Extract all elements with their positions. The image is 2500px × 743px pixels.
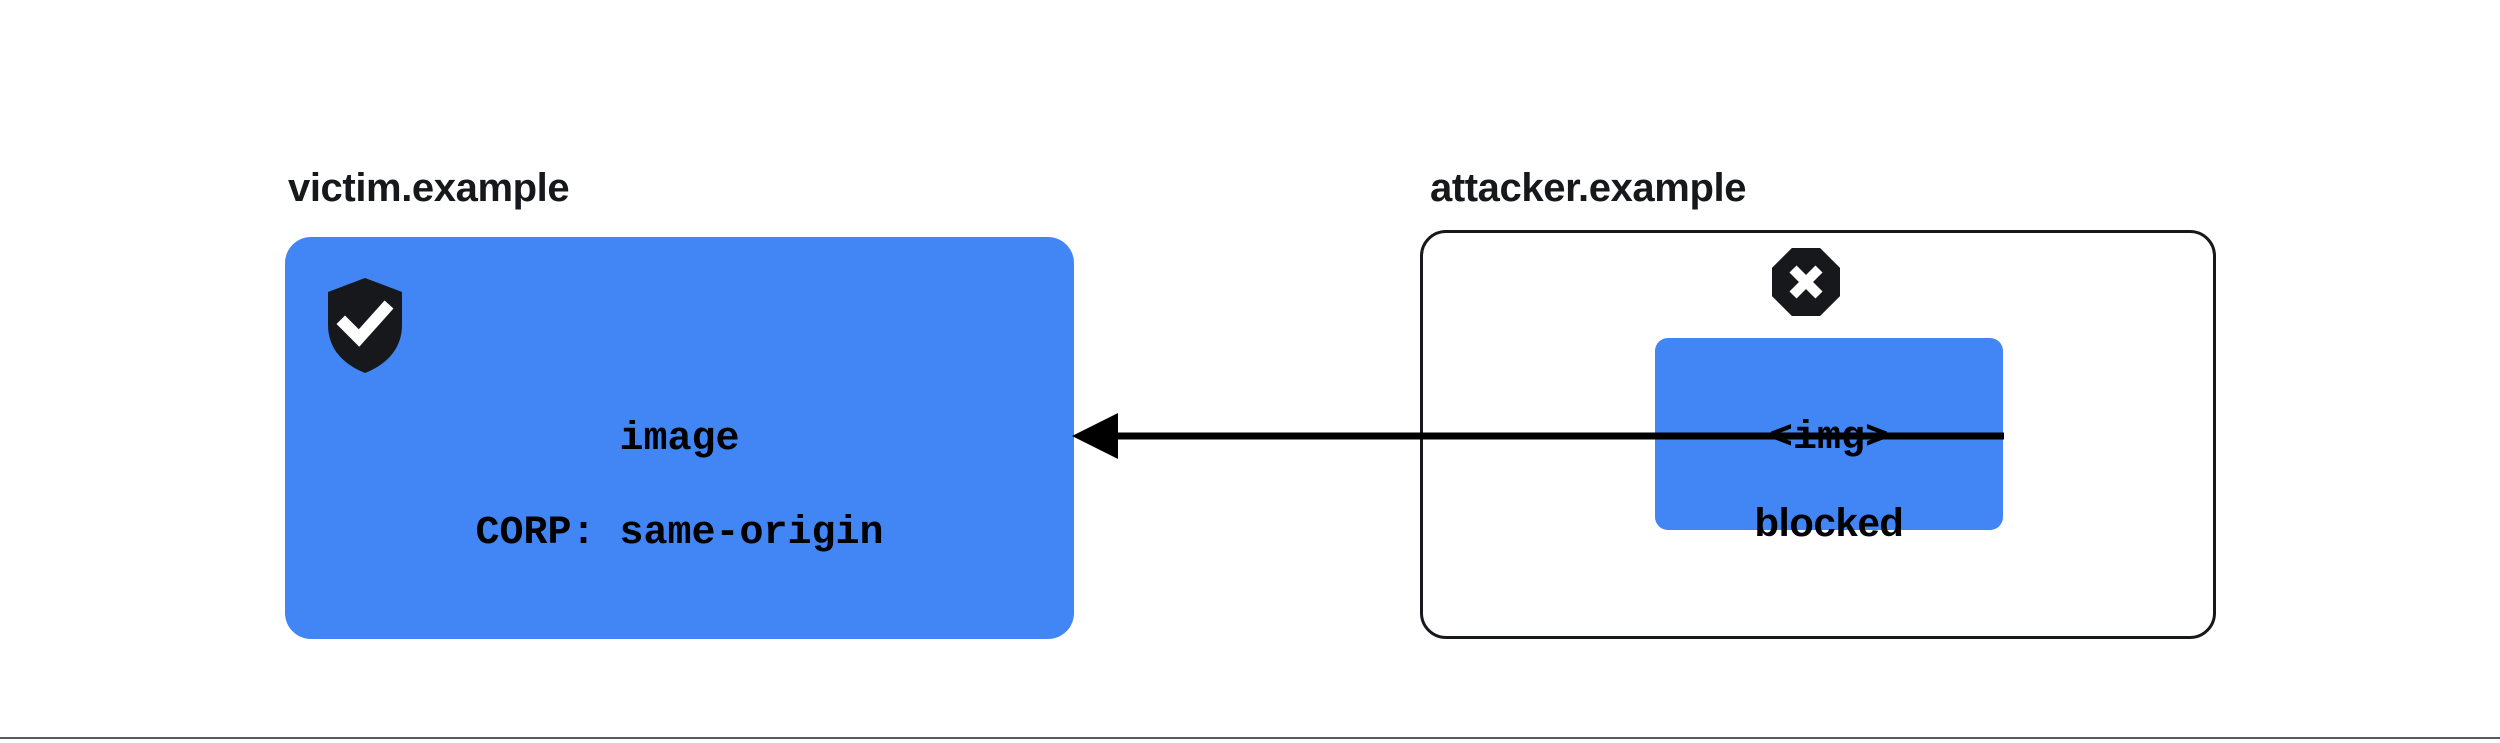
attacker-text-line-2: blocked bbox=[1754, 501, 1904, 545]
shield-check-icon bbox=[328, 278, 402, 373]
origin-label-attacker: attacker.example bbox=[1430, 166, 1747, 210]
origin-label-victim: victim.example bbox=[288, 166, 570, 210]
attacker-box-text: <img> blocked bbox=[1655, 378, 2003, 584]
victim-origin-box bbox=[285, 237, 1074, 639]
victim-text-line-2: CORP: same-origin bbox=[475, 511, 884, 556]
victim-text-line-1: image bbox=[619, 417, 740, 462]
bottom-divider bbox=[0, 737, 2500, 739]
attacker-text-line-1: <img> bbox=[1768, 416, 1890, 461]
victim-box-text: image CORP: same-origin bbox=[285, 375, 1074, 599]
octagon-x-icon bbox=[1772, 248, 1840, 316]
